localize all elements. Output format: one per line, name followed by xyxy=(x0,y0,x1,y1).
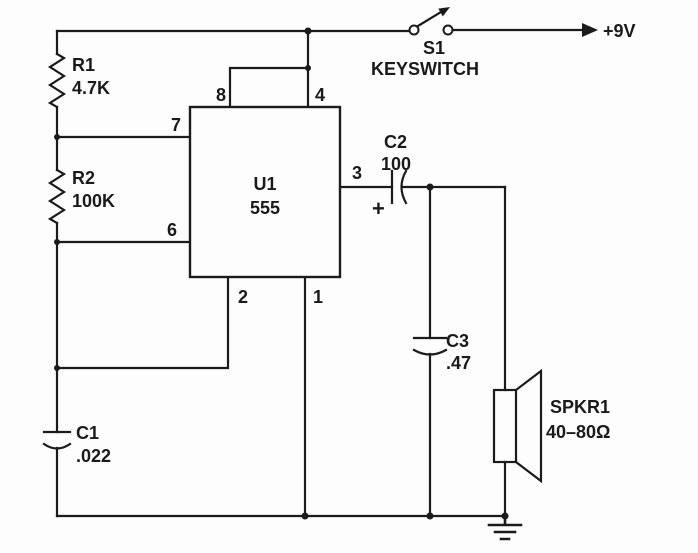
resistor-r2-ref: R2 xyxy=(72,168,95,188)
resistor-r1: R1 4.7K xyxy=(47,52,110,109)
capacitor-c2-symbol xyxy=(390,169,408,205)
ic-u1-pin2-label: 2 xyxy=(238,287,248,307)
switch-s1-contact-left xyxy=(408,24,420,36)
ic-u1-pin6-label: 6 xyxy=(167,220,177,240)
capacitor-c3-ref: C3 xyxy=(446,331,469,351)
capacitor-c1-symbol xyxy=(42,430,72,450)
junction-dot xyxy=(301,512,309,520)
ic-u1-body xyxy=(188,105,342,279)
switch-s1-ref: S1 xyxy=(423,38,445,58)
ic-u1-pin4-label: 4 xyxy=(315,85,325,105)
speaker-ref: SPKR1 xyxy=(550,397,610,417)
ic-u1: U1 555 8 4 7 6 2 1 3 xyxy=(167,85,362,307)
junction-dot xyxy=(54,239,60,245)
switch-s1-name: KEYSWITCH xyxy=(371,59,479,79)
switch-s1-lever-arrowhead xyxy=(438,7,450,17)
ic-u1-pin7-label: 7 xyxy=(171,115,181,135)
speaker-spkr1: SPKR1 40–80Ω xyxy=(492,368,611,484)
capacitor-c2: C2 100 + xyxy=(372,132,411,221)
wire-pin8-loop xyxy=(228,66,310,109)
capacitor-c1-value: .022 xyxy=(76,446,111,466)
ground-icon xyxy=(487,514,523,541)
resistor-r2-value: 100K xyxy=(72,191,115,211)
switch-s1-lever xyxy=(416,10,443,28)
power-arrowhead-icon xyxy=(582,23,598,37)
power-label: +9V xyxy=(603,21,636,41)
capacitor-c3-value: .47 xyxy=(446,353,471,373)
power-terminal: +9V xyxy=(582,21,636,41)
junction-dot xyxy=(426,183,434,191)
ic-u1-part: 555 xyxy=(250,198,280,218)
junction-dot xyxy=(54,134,60,140)
ic-u1-pin1-label: 1 xyxy=(313,287,323,307)
ground-symbol xyxy=(487,514,523,541)
capacitor-c3: C3 .47 xyxy=(412,331,471,373)
speaker-value: 40–80Ω xyxy=(546,422,611,442)
ic-u1-pin3-label: 3 xyxy=(352,163,362,183)
speaker-magnet-symbol xyxy=(492,388,518,464)
resistor-r2: R2 100K xyxy=(47,168,115,225)
resistor-r2-symbol xyxy=(47,168,67,225)
junction-dot xyxy=(426,512,434,520)
speaker-cone-symbol xyxy=(514,368,543,484)
switch-s1-contact-right xyxy=(442,24,454,36)
resistor-r1-symbol xyxy=(47,52,67,109)
junction-dots xyxy=(54,27,509,520)
wire-pin2 xyxy=(55,275,230,370)
capacitor-c2-polarity: + xyxy=(372,196,385,221)
capacitor-c2-value: 100 xyxy=(381,154,411,174)
capacitor-c2-ref: C2 xyxy=(384,132,407,152)
capacitor-c1: C1 .022 xyxy=(42,423,111,466)
switch-s1: S1 KEYSWITCH xyxy=(371,7,479,79)
junction-dot xyxy=(305,65,311,71)
capacitor-c3-symbol xyxy=(412,336,448,356)
junction-dot xyxy=(304,27,312,35)
resistor-r1-value: 4.7K xyxy=(72,78,110,98)
ic-u1-ref: U1 xyxy=(253,174,276,194)
junction-dot xyxy=(54,365,60,371)
capacitor-c1-ref: C1 xyxy=(76,423,99,443)
resistor-r1-ref: R1 xyxy=(72,55,95,75)
ic-u1-pin8-label: 8 xyxy=(216,85,226,105)
